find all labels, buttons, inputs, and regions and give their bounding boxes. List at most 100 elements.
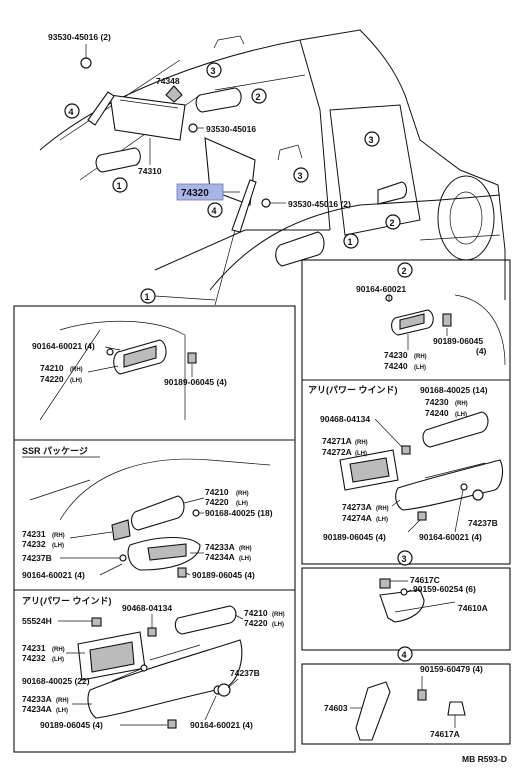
svg-text:(RH): (RH) — [56, 698, 69, 704]
label-pw-90168-40025-22: 90168-40025 (22) — [22, 676, 90, 686]
callout-2-top: 2 — [251, 88, 267, 104]
label-p2-90168-40025-14: 90168-40025 (14) — [420, 385, 488, 395]
svg-text:(LH): (LH) — [455, 412, 467, 418]
label-74348: 74348 — [156, 76, 180, 86]
svg-text:2: 2 — [256, 92, 261, 102]
label-74210: 74210 — [40, 363, 64, 373]
assist-grip-2 — [195, 87, 242, 113]
svg-text:(RH): (RH) — [376, 506, 389, 512]
label-90164-60021-4: 90164-60021 (4) — [32, 341, 95, 351]
label-90189-06045-4: 90189-06045 (4) — [164, 377, 227, 387]
screw-icon — [80, 57, 92, 69]
callout-3-right: 3 — [364, 131, 380, 147]
callout-2-right: 2 — [385, 214, 401, 230]
label-p2-sub-74240: 74240 — [425, 408, 449, 418]
label-ssr-74233A: 74233A — [205, 542, 235, 552]
label-pw-74237B: 74237B — [230, 668, 260, 678]
label-p4-74603: 74603 — [324, 703, 348, 713]
label-p2-90164-60021: 90164-60021 — [356, 284, 406, 294]
label-ssr-74210: 74210 — [205, 487, 229, 497]
callout-4-mid: 4 — [207, 202, 223, 218]
label-p2-74272A: 74272A — [322, 447, 352, 457]
panel2-pw-illustration — [339, 411, 504, 521]
svg-text:(LH): (LH) — [70, 378, 82, 384]
svg-text:(LH): (LH) — [355, 451, 367, 457]
label-74220: 74220 — [40, 374, 64, 384]
label-p2-90189-06045-4: 90189-06045 (4) — [323, 532, 386, 542]
svg-text:(RH): (RH) — [414, 354, 427, 360]
label-74310: 74310 — [138, 166, 162, 176]
clip-74348 — [165, 85, 183, 103]
svg-text:4: 4 — [402, 650, 407, 660]
svg-text:2: 2 — [402, 266, 407, 276]
label-pw-90468-04134: 90468-04134 — [122, 603, 172, 613]
svg-text:1: 1 — [348, 237, 353, 247]
svg-text:(LH): (LH) — [236, 501, 248, 507]
assist-grip-4 — [87, 91, 115, 126]
callout-2-panel: 2 — [397, 262, 413, 278]
svg-text:(RH): (RH) — [272, 612, 285, 618]
label-pw-90164-60021-4: 90164-60021 (4) — [190, 720, 253, 730]
label-93530-45016-2-mid: 93530-45016 (2) — [288, 199, 351, 209]
svg-text:4: 4 — [212, 206, 217, 216]
label-p3-74610A: 74610A — [458, 603, 488, 613]
label-p2-74237B: 74237B — [468, 518, 498, 528]
label-pw-90189-06045-4: 90189-06045 (4) — [40, 720, 103, 730]
screw-icon — [188, 123, 198, 133]
label-pw-74234A: 74234A — [22, 704, 52, 714]
svg-text:(LH): (LH) — [414, 365, 426, 371]
label-p2-74240: 74240 — [384, 361, 408, 371]
label-pw-74220: 74220 — [244, 618, 268, 628]
sun-visor-lh — [109, 94, 186, 141]
callout-3-panel: 3 — [397, 550, 413, 566]
label-p4-90159-60479-4: 90159-60479 (4) — [420, 664, 483, 674]
svg-text:(LH): (LH) — [52, 657, 64, 663]
diagram-code: MB R593-D — [462, 754, 507, 764]
label-ssr-74220: 74220 — [205, 497, 229, 507]
panel3-illustration — [379, 578, 456, 623]
label-p2-sub-74230: 74230 — [425, 397, 449, 407]
svg-text:(RH): (RH) — [455, 401, 468, 407]
label-p3-74617C: 74617C — [410, 575, 440, 585]
label-ssr-74234A: 74234A — [205, 552, 235, 562]
svg-text:(LH): (LH) — [376, 517, 388, 523]
left-panel-frame — [13, 305, 296, 753]
label-pw-74233A: 74233A — [22, 694, 52, 704]
label-ssr-74231: 74231 — [22, 529, 46, 539]
label-pw-74232: 74232 — [22, 653, 46, 663]
panel4-illustration — [355, 681, 466, 741]
pw-title: アリ(パワー ウインド) — [22, 595, 112, 606]
label-p3-90159-60254-6: 90159-60254 (6) — [413, 584, 476, 594]
pillar-grip — [214, 179, 257, 306]
callout-1-bottom: 1 — [140, 288, 156, 304]
svg-text:(RH): (RH) — [355, 440, 368, 446]
svg-text:3: 3 — [298, 171, 303, 181]
callout-3-mid: 3 — [293, 167, 309, 183]
label-p2-74274A: 74274A — [342, 513, 372, 523]
label-ssr-74237B: 74237B — [22, 553, 52, 563]
label-ssr-90168-40025-18: 90168-40025 (18) — [205, 508, 273, 518]
svg-text:(RH): (RH) — [236, 491, 249, 497]
label-p2-90164-60021-4: 90164-60021 (4) — [419, 532, 482, 542]
svg-text:1: 1 — [145, 292, 150, 302]
assist-grip-1 — [95, 147, 141, 173]
callout-1-left: 1 — [112, 177, 128, 193]
ssr-illustration — [29, 458, 271, 578]
svg-text:2: 2 — [390, 218, 395, 228]
label-ssr-90164-60021-4: 90164-60021 (4) — [22, 570, 85, 580]
grip-3-mid — [277, 144, 303, 161]
callout-1-right: 1 — [343, 233, 359, 249]
svg-text:(LH): (LH) — [56, 708, 68, 714]
label-93530-45016-2-top: 93530-45016 (2) — [48, 32, 111, 42]
label-p2-74273A: 74273A — [342, 502, 372, 512]
panel1-illustration — [39, 320, 197, 421]
svg-text:3: 3 — [402, 554, 407, 564]
door-grip-1 — [275, 231, 325, 267]
label-p2-90189-06045: 90189-06045 — [433, 336, 483, 346]
callout-3-top: 3 — [206, 62, 222, 78]
callout-4-left: 4 — [64, 103, 80, 119]
p2-pw-title: アリ(パワー ウインド) — [308, 384, 398, 395]
svg-text:(RH): (RH) — [52, 647, 65, 653]
svg-text:4: 4 — [69, 107, 74, 117]
